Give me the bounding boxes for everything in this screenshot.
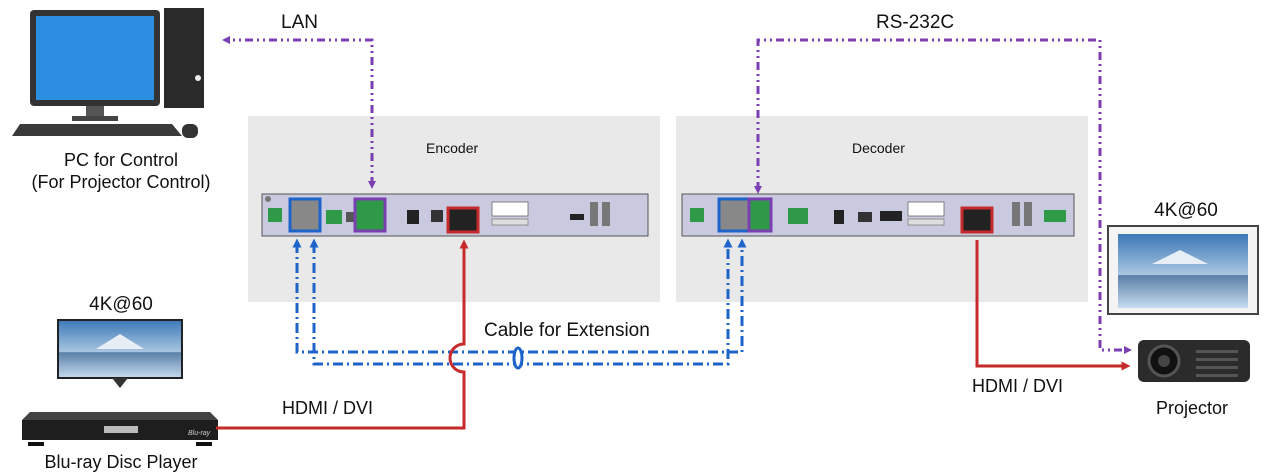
hdmi-input-label: HDMI / DVI (282, 398, 374, 418)
projector-label: Projector (1155, 398, 1229, 418)
source-tv-icon (57, 319, 183, 388)
lan-link (222, 36, 376, 189)
rs232c-label: RS-232C (876, 12, 955, 33)
player-resolution: 4K@60 (89, 294, 153, 315)
decoder-title: Decoder (852, 140, 905, 156)
hdmi-input-link (216, 239, 469, 430)
bluray-player-icon (22, 412, 218, 446)
decoder-rs232c-port (747, 197, 773, 233)
encoder-lan-port (353, 197, 387, 233)
pc-icon (12, 8, 204, 138)
projector-icon (1138, 340, 1250, 382)
hdmi-output-link (975, 240, 1131, 371)
bluray-brand-mark: Blu-ray (188, 430, 211, 437)
extension-link-inner (292, 238, 747, 354)
extension-cable-marker (512, 346, 524, 370)
extension-label: Cable for Extension (484, 320, 650, 341)
encoder-hdmi-port (446, 206, 480, 234)
projection-screen-icon (1107, 225, 1259, 315)
decoder-hdmi-port (960, 206, 994, 234)
player-label: Blu-ray Disc Player (44, 452, 198, 472)
encoder-extension-port (288, 197, 322, 233)
pc-label-line1: PC for Control (63, 150, 179, 170)
lan-label: LAN (281, 12, 318, 33)
projector-resolution: 4K@60 (1154, 200, 1218, 221)
encoder-title: Encoder (426, 140, 479, 156)
hdmi-output-label: HDMI / DVI (972, 376, 1064, 396)
decoder-extension-port (717, 197, 751, 233)
pc-label-line2: (For Projector Control) (31, 172, 211, 192)
rs232c-link (754, 38, 1132, 354)
